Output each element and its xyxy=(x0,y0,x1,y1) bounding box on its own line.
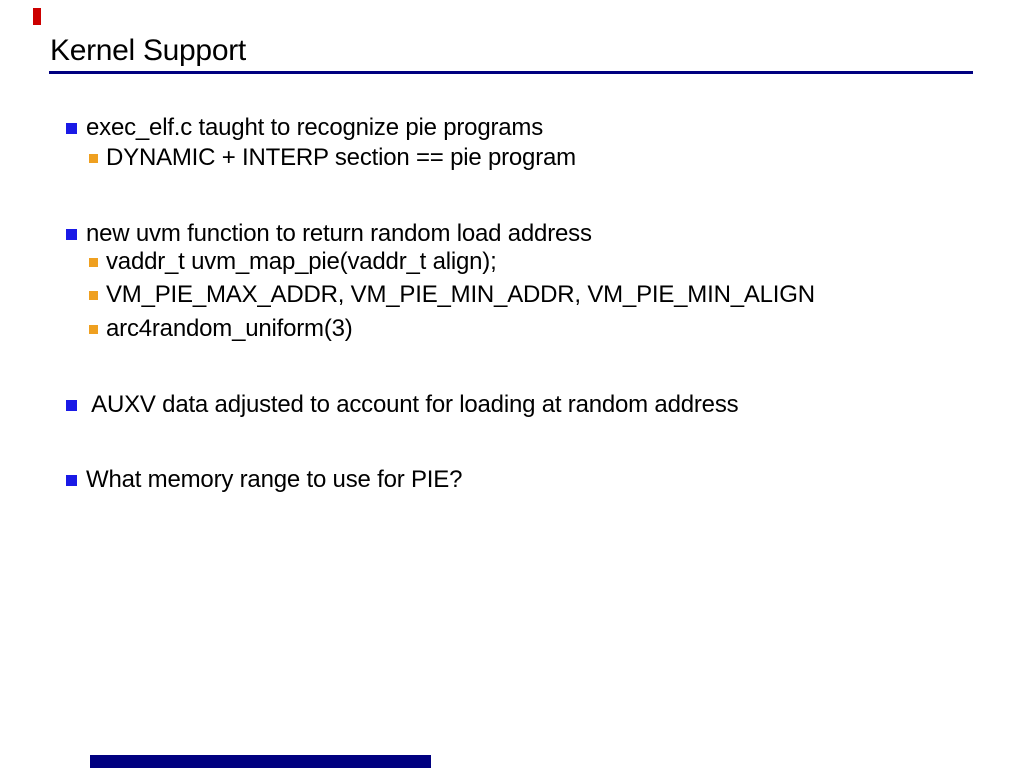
bullet-item: new uvm function to return random load a… xyxy=(66,217,592,251)
bullet-square-icon xyxy=(66,122,77,134)
slide-progress-gauge xyxy=(90,755,431,768)
sub-bullet-square-icon xyxy=(89,324,98,334)
bullet-text: exec_elf.c taught to recognize pie progr… xyxy=(86,114,543,141)
sub-bullet-item: DYNAMIC + INTERP section == pie program xyxy=(89,141,576,175)
bullet-item: exec_elf.c taught to recognize pie progr… xyxy=(66,111,543,145)
sub-bullet-text: arc4random_uniform(3) xyxy=(106,315,353,342)
bullet-text: new uvm function to return random load a… xyxy=(86,220,592,247)
bullet-item: AUXV data adjusted to account for loadin… xyxy=(66,388,739,422)
sub-bullet-square-icon xyxy=(89,153,98,163)
sub-bullet-item: vaddr_t uvm_map_pie(vaddr_t align); xyxy=(89,245,497,279)
sub-bullet-square-icon xyxy=(89,257,98,267)
page-title: Kernel Support xyxy=(50,34,246,67)
sub-bullet-text: vaddr_t uvm_map_pie(vaddr_t align); xyxy=(106,248,497,275)
sub-bullet-square-icon xyxy=(89,290,98,300)
bullet-text: What memory range to use for PIE? xyxy=(86,466,463,493)
sub-bullet-text: DYNAMIC + INTERP section == pie program xyxy=(106,144,576,171)
sub-bullet-text: VM_PIE_MAX_ADDR, VM_PIE_MIN_ADDR, VM_PIE… xyxy=(106,281,815,308)
bullet-square-icon xyxy=(66,474,77,486)
title-underline xyxy=(49,71,973,74)
sub-bullet-item: VM_PIE_MAX_ADDR, VM_PIE_MIN_ADDR, VM_PIE… xyxy=(89,278,815,312)
bullet-square-icon xyxy=(66,399,77,411)
bullet-square-icon xyxy=(66,228,77,240)
sub-bullet-item: arc4random_uniform(3) xyxy=(89,312,353,346)
bullet-text: AUXV data adjusted to account for loadin… xyxy=(86,391,739,418)
bullet-item: What memory range to use for PIE? xyxy=(66,463,462,497)
slide-position-marker xyxy=(33,8,41,25)
